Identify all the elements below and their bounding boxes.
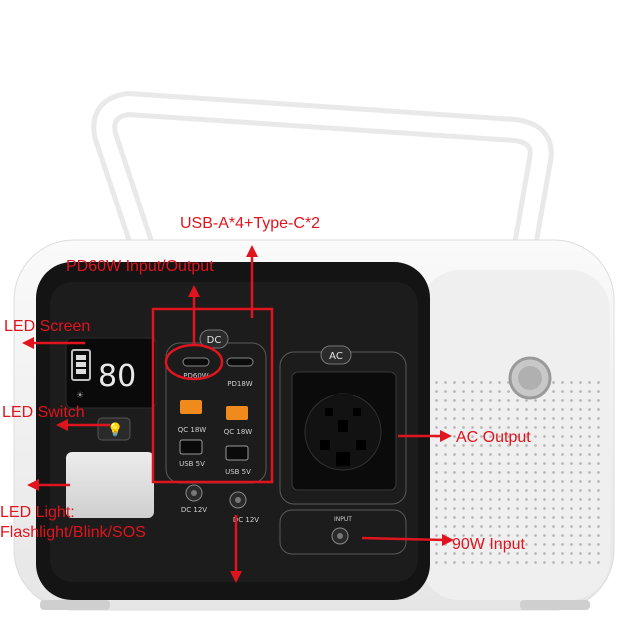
annotation-led-light-line1: LED Light:	[0, 504, 75, 521]
dc-badge: DC	[207, 335, 222, 346]
pd60w-label: PD60W	[183, 372, 209, 380]
annotation-arrowheads	[22, 245, 454, 583]
usb-a-port-5v-right[interactable]	[225, 445, 249, 461]
foot-left	[40, 600, 110, 610]
ac-badge: AC	[329, 351, 343, 362]
usb-a-port-qc-right[interactable]	[226, 406, 248, 420]
dc12v-left-label: DC 12V	[181, 506, 207, 514]
led-switch[interactable]: 💡	[97, 417, 131, 441]
type-c-port-pd60w[interactable]	[182, 357, 210, 367]
carry-handle	[91, 91, 554, 363]
dc-ports-highlight-box	[151, 307, 274, 484]
annotation-led-switch: LED Switch	[2, 404, 85, 421]
type-c-port-pd18w[interactable]	[226, 357, 254, 367]
battery-icon	[71, 349, 91, 381]
vent-grille	[430, 380, 602, 570]
dc12v-right-label: DC 12V	[233, 516, 259, 524]
led-light	[66, 452, 154, 518]
lightbulb-icon: 💡	[107, 422, 123, 437]
usb-a-port-qc-left[interactable]	[180, 400, 202, 414]
annotation-ac-output: AC Output	[456, 429, 531, 446]
annotation-overlays	[30, 254, 447, 575]
input-label: INPUT	[334, 516, 352, 523]
display-readout: 80	[98, 359, 136, 394]
annotation-pd-io: PD60W Input/Output	[66, 258, 214, 275]
sun-icon: ☀	[76, 390, 84, 400]
annotation-led-light-line2: Flashlight/Blink/SOS	[0, 524, 146, 541]
usb-a-port-5v-left[interactable]	[179, 439, 203, 455]
foot-right	[520, 600, 590, 610]
pd18w-label: PD18W	[227, 380, 253, 388]
annotation-led-screen: LED Screen	[4, 318, 91, 335]
usb5v-right-label: USB 5V	[225, 468, 251, 476]
qc18w-left-label: QC 18W	[178, 426, 207, 434]
annotation-usb-ports: USB-A*4+Type-C*2	[180, 215, 321, 232]
usb5v-left-label: USB 5V	[179, 460, 205, 468]
ac-section: AC INPUT	[279, 345, 407, 555]
led-screen: 80 ☀	[65, 337, 157, 409]
ac-socket-icon[interactable]	[304, 393, 382, 471]
annotation-90w-input: 90W Input	[452, 536, 525, 553]
qc18w-right-label: QC 18W	[224, 428, 253, 436]
